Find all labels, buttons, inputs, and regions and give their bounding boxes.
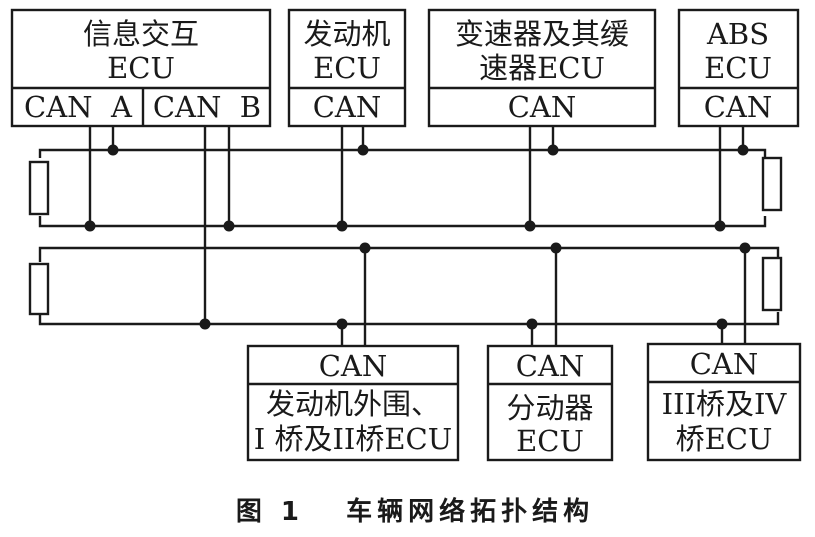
transfer-case-ecu-name-line2: ECU [516,424,584,458]
infotainment-ecu-box: 信息交互 ECU CAN A CAN B [10,8,272,128]
transmission-ecu-box: 变速器及其缓 速器ECU CAN [427,8,657,128]
transfer-case-ecu-box: CAN 分动器 ECU [486,344,614,462]
abs-ecu-name-line1: ABS [706,17,769,51]
can-bus-b-right-terminator [761,256,783,312]
figure-caption: 图 1 车辆网络拓扑结构 [236,496,594,527]
can-bus-a-left-terminator [28,160,50,216]
can-bus-a-high-line [38,148,767,158]
infotainment-can-a-port: CAN A [24,90,133,124]
engine-peripheral-ecu-name-line2: I 桥及II桥ECU [254,422,452,456]
abs-can-port: CAN [704,90,773,124]
engine-can-port: CAN [313,90,382,124]
can-bus-a-right-terminator [761,156,783,212]
axle-iii-iv-ecu-box: CAN III桥及IV 桥ECU [646,342,802,462]
engine-ecu-box: 发动机 ECU CAN [287,8,407,128]
infotainment-can-b-port: CAN B [153,90,261,124]
transfer-case-ecu-name-line1: 分动器 [506,391,593,425]
can-bus-b-low-line [38,312,780,326]
can-bus-a [28,148,783,228]
can-bus-b-high-line [38,246,780,262]
engine-peripheral-can-port: CAN [319,349,388,383]
axle-iii-iv-can-port: CAN [690,347,759,381]
abs-ecu-box: ABS ECU CAN [677,8,800,128]
transfer-case-can-port: CAN [516,349,585,383]
transmission-can-port: CAN [508,90,577,124]
can-bus-b-left-terminator [28,262,50,316]
axle-iii-iv-ecu-name-line2: 桥ECU [676,422,773,456]
engine-peripheral-ecu-box: CAN 发动机外围、 I 桥及II桥ECU [246,344,460,462]
abs-ecu-name-line2: ECU [704,51,772,85]
axle-iii-iv-ecu-name-line1: III桥及IV [662,387,788,421]
transmission-ecu-name-line2: 速器ECU [479,51,605,85]
engine-ecu-name-line1: 发动机 [303,17,390,51]
engine-ecu-name-line2: ECU [313,51,381,85]
can-bus-b [28,246,783,326]
transmission-ecu-name-line1: 变速器及其缓 [455,17,629,51]
infotainment-ecu-name-line1: 信息交互 [83,17,199,51]
bottom-ecu-connections [340,248,747,346]
engine-peripheral-ecu-name-line1: 发动机外围、 [266,387,440,421]
can-bus-a-low-line [38,216,767,228]
infotainment-ecu-name-line2: ECU [107,51,175,85]
junction-dots [84,144,751,330]
